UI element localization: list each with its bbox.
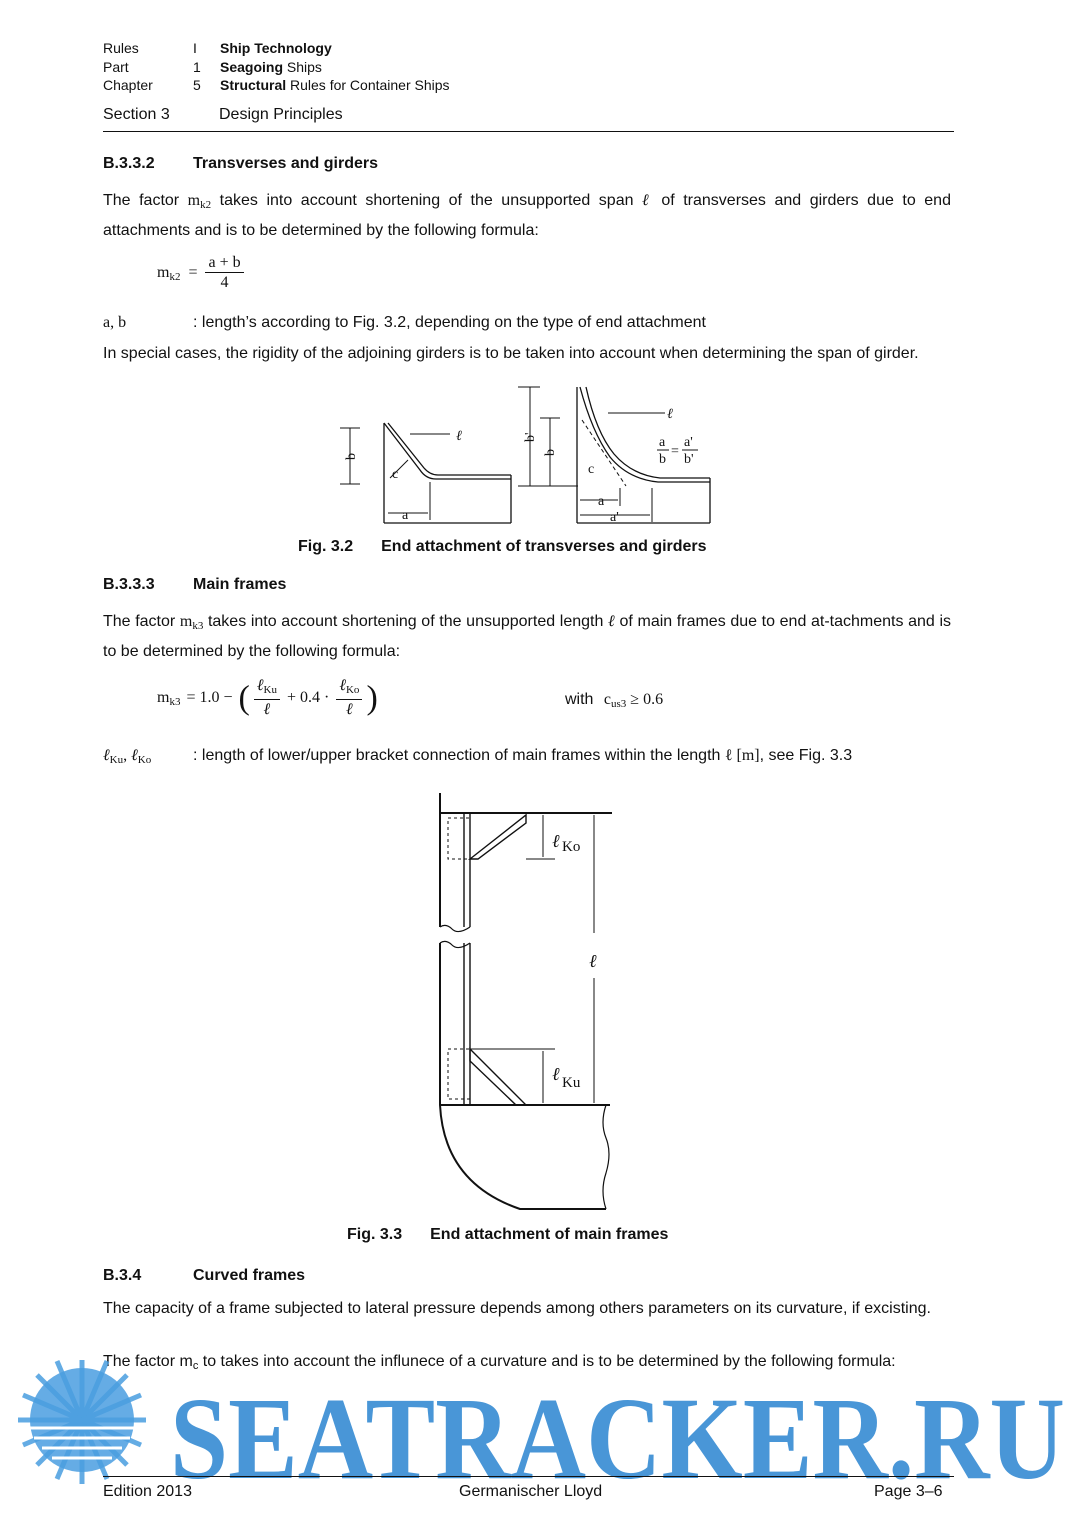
fig32-ratio-b: b	[659, 452, 666, 467]
figure-3-2-drawing: ℓ b c a b' b c a a' ℓ a b = a' b'	[340, 386, 711, 525]
footer-rule	[103, 1476, 954, 1477]
watermark-text: SEATRACKER.RU	[170, 1373, 1065, 1500]
fig33-ell-ku: ℓ	[552, 1064, 560, 1084]
section-title: Design Principles	[219, 106, 343, 123]
footer-publisher: Germanischer Lloyd	[459, 1483, 603, 1500]
fig32-ratio-bp: b'	[684, 452, 694, 467]
fig32-a-label: a	[402, 508, 409, 523]
figure-3-3-drawing: ℓ Ko ℓ ℓ Ku	[439, 793, 612, 1210]
header-rule	[103, 131, 954, 132]
fig32-c-label: c	[392, 467, 398, 482]
fig32-c2-label: c	[588, 462, 594, 477]
fig32-ratio-eq: =	[671, 444, 679, 459]
fig32-b-label: b	[344, 453, 359, 460]
fig32-b2-label: b	[543, 449, 558, 456]
fig33-ell-ko: ℓ	[552, 831, 560, 851]
paragraph-b332-intro: The factor mk2 takes into account shorte…	[103, 192, 951, 239]
fig32-bp-label: b'	[523, 432, 538, 442]
footer-edition: Edition 2013	[103, 1483, 192, 1500]
formula-mk3-condition: with cus3 ≥ 0.6	[565, 691, 664, 710]
fig33-ell-label: ℓ	[589, 951, 597, 971]
paragraph-b34-capacity: The capacity of a frame subjected to lat…	[103, 1300, 931, 1317]
fig32-ratio-ap: a'	[684, 435, 693, 450]
fig32-ell-label: ℓ	[456, 429, 462, 444]
fig32-ap-label: a'	[610, 510, 619, 525]
fig32-a2-label: a	[598, 494, 605, 509]
fig32-ratio-a: a	[659, 435, 666, 450]
paragraph-b333-intro: The factor mk3 takes into account shorte…	[103, 613, 952, 660]
fig33-ko-label: Ko	[562, 839, 580, 855]
fig32-ell2-label: ℓ	[667, 407, 673, 422]
seatracker-watermark: SEATRACKER.RU	[18, 1360, 1065, 1500]
paragraph-b34-factor: The factor mc to takes into account the …	[103, 1353, 896, 1372]
sun-logo-icon	[18, 1360, 146, 1484]
fig33-ku-label: Ku	[562, 1075, 581, 1091]
section-label: Section 3	[103, 106, 170, 123]
footer-page-number: Page 3–6	[874, 1483, 943, 1500]
paragraph-b332-special: In special cases, the rigidity of the ad…	[103, 345, 919, 362]
